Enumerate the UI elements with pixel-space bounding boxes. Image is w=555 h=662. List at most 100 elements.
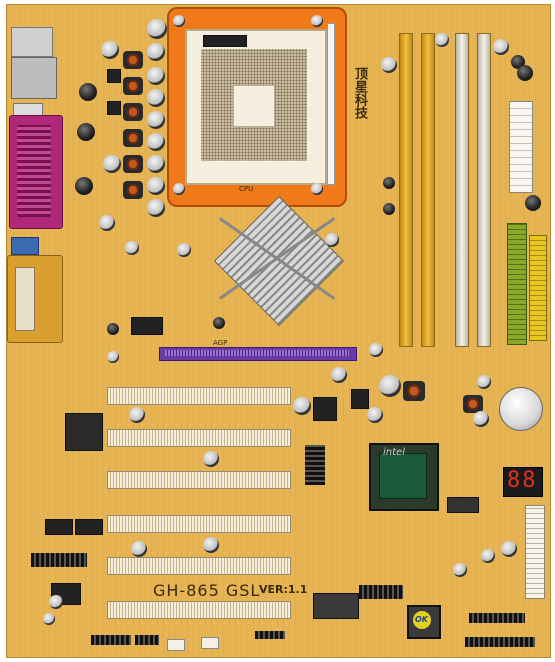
vrm-capacitor (147, 133, 165, 151)
southbridge-die (379, 453, 427, 499)
socket-corner-hole (173, 15, 185, 27)
capacitor (501, 541, 517, 557)
socket-chip (203, 35, 247, 47)
capacitor (477, 375, 491, 389)
jumper-header (255, 631, 285, 639)
dimm-slot-4 (477, 33, 491, 347)
sata-chip (447, 497, 479, 513)
fan-connector (167, 639, 185, 651)
vrm-capacitor (147, 67, 165, 85)
vrm-capacitor (77, 123, 95, 141)
vrm-capacitor (75, 177, 93, 195)
cpu-label: CPU (239, 185, 254, 193)
floppy-connector (525, 505, 545, 599)
motherboard: CPU 顶星科技 AGP intel 88 (6, 4, 551, 658)
intel-logo-text: intel (383, 447, 405, 458)
version-silkscreen: VER:1.1 (259, 583, 308, 596)
vrm-capacitor (147, 43, 165, 61)
audio-codec-chip (65, 413, 103, 451)
power-capacitor (517, 65, 533, 81)
dimm-capacitor (493, 39, 509, 55)
dimm-slot-1 (399, 33, 413, 347)
capacitor (125, 241, 139, 255)
fan-connector (201, 637, 219, 649)
vrm-inductor (123, 181, 143, 199)
vrm-inductor (123, 77, 143, 95)
mosfet (107, 69, 121, 83)
ide-connector-primary (507, 223, 527, 345)
vrm-capacitor (103, 155, 121, 173)
capacitor (325, 233, 339, 247)
vrm-inductor (123, 51, 143, 69)
jumper-header (305, 445, 325, 485)
post-code-digits: 88 (507, 468, 538, 493)
pci-capacitor (203, 537, 219, 553)
pci-capacitor (367, 407, 383, 423)
pci-slot-6 (107, 601, 291, 619)
capacitor (213, 317, 225, 329)
capacitor (107, 323, 119, 335)
usb-header (91, 635, 131, 645)
vrm-capacitor (147, 199, 165, 217)
post-code-display (503, 467, 543, 497)
dimm-capacitor (435, 33, 449, 47)
mosfet (107, 101, 121, 115)
vrm-capacitor (147, 89, 165, 107)
vrm-capacitor (147, 177, 165, 195)
pci-capacitor (203, 451, 219, 467)
vrm-inductor (123, 129, 143, 147)
socket-corner-hole (311, 183, 323, 195)
capacitor (453, 563, 467, 577)
pci-slot-4 (107, 515, 291, 533)
inductor (403, 381, 425, 401)
socket-corner-hole (173, 183, 185, 195)
pci-slot-5 (107, 557, 291, 575)
pci-slot-2 (107, 429, 291, 447)
vrm-capacitor (147, 19, 167, 39)
audio-header (135, 635, 159, 645)
capacitor (383, 203, 395, 215)
dimm-capacitor (381, 57, 397, 73)
vrm-inductor (123, 103, 143, 121)
vrm-capacitor (99, 215, 115, 231)
mosfet (313, 397, 337, 421)
cpu-socket-center (233, 85, 275, 127)
vrm-capacitor (101, 41, 119, 59)
pci-capacitor (129, 407, 145, 423)
pci-capacitor (331, 367, 347, 383)
capacitor (379, 375, 401, 397)
capacitor (107, 351, 119, 363)
capacitor (177, 243, 191, 257)
parallel-port-pins (17, 125, 51, 217)
inductor (463, 395, 483, 413)
memory-chip (75, 519, 103, 535)
atx-power-connector (509, 101, 533, 193)
capacitor (473, 411, 489, 427)
capacitor (383, 177, 395, 189)
pci-slot-3 (107, 471, 291, 489)
model-name-silkscreen: GH-865 GSL (153, 581, 261, 600)
pci-capacitor (131, 541, 147, 557)
ide-connector-secondary (529, 235, 547, 341)
bios-sticker (413, 611, 431, 629)
vrm-capacitor (147, 111, 165, 129)
brand-chinese-text: 顶星科技 (352, 67, 367, 119)
capacitor (481, 549, 495, 563)
pci-capacitor (293, 397, 311, 415)
mosfet (351, 389, 369, 409)
vrm-capacitor (79, 83, 97, 101)
usb-header (359, 585, 403, 599)
pci-slot-1 (107, 387, 291, 405)
usb-port-stack (11, 27, 53, 57)
agp-label: AGP (213, 339, 228, 347)
jumper-header (31, 553, 87, 567)
dimm-slot-2 (421, 33, 435, 347)
serial-port-pins (15, 267, 35, 331)
front-panel-header (469, 613, 525, 623)
capacitor (49, 595, 63, 609)
vrm-inductor (123, 155, 143, 173)
usb-header (465, 637, 535, 647)
memory-chip (45, 519, 73, 535)
bios-sticker-text: OK (415, 615, 428, 624)
cmos-battery (499, 387, 543, 431)
